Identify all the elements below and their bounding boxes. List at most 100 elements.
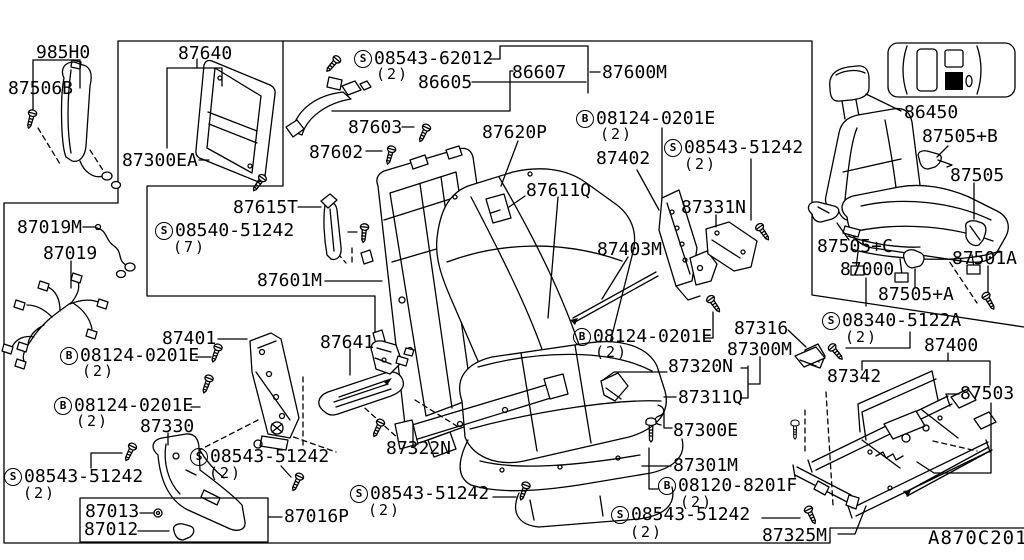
seat-back-board-87640-drawing — [195, 59, 276, 183]
part-label: 87320N — [668, 358, 733, 376]
part-number: 87316 — [734, 318, 789, 339]
part-number: 87505+C — [817, 236, 893, 257]
part-label: 87602 — [309, 144, 363, 162]
part-quantity: (2) — [684, 155, 718, 173]
part-label: 87300EA — [122, 152, 198, 170]
part-label: 87316 — [734, 320, 788, 338]
part-number: 87300E — [673, 420, 739, 441]
shield-box-87016P — [79, 497, 269, 543]
part-number: 87300M — [727, 339, 793, 360]
part-number: 87603 — [348, 117, 403, 138]
part-number: 08543-62012 — [374, 48, 494, 69]
part-number: 87611Q — [526, 180, 592, 201]
part-number: 08340-5122A — [842, 310, 962, 331]
part-label: 87019 — [43, 245, 97, 263]
part-label: 87301M — [673, 457, 738, 475]
screw-symbol-icon: S — [611, 506, 629, 524]
part-label: 87325M — [762, 527, 827, 545]
part-number: 87505 — [950, 165, 1005, 186]
part-quantity: (2) — [600, 125, 634, 143]
bolt-symbol-icon: B — [60, 347, 78, 365]
part-label: 87505 — [950, 167, 1004, 185]
screw-symbol-icon: S — [190, 448, 208, 466]
part-label: 87601M — [257, 272, 322, 290]
part-label: 87400 — [924, 337, 978, 355]
part-label: 86607 — [512, 64, 566, 82]
part-quantity: (7) — [173, 238, 207, 256]
part-number: 87320N — [668, 356, 734, 377]
small-part-87505B-drawing — [917, 150, 953, 170]
part-number: 87640 — [178, 43, 233, 64]
recliner-87402-drawing — [658, 189, 718, 301]
harness-87019-drawing — [1, 272, 109, 370]
part-number: 87000 — [840, 259, 895, 280]
recliner-bracket-87401-drawing — [249, 332, 300, 451]
part-number: 08124-0201E — [80, 345, 200, 366]
car-top-view-inset — [887, 42, 1016, 98]
part-number: 87016P — [284, 506, 350, 527]
part-number: 86607 — [512, 62, 567, 83]
assist-grip-86605-drawing — [285, 76, 372, 138]
part-quantity: (2) — [376, 65, 410, 83]
part-number: 08124-0201E — [593, 326, 713, 347]
seat-track-87400-drawing — [792, 346, 997, 519]
part-quantity: (2) — [595, 343, 629, 361]
part-number: 87602 — [309, 142, 364, 163]
part-label: 87012 — [84, 521, 138, 539]
part-label: 87300E — [673, 422, 738, 440]
part-number: 87012 — [84, 519, 139, 540]
part-number: 08540-51242 — [175, 220, 295, 241]
part-number: 87342 — [827, 366, 882, 387]
part-label: 87401 — [162, 330, 216, 348]
part-label: 87322N — [386, 440, 451, 458]
complete-seat-87000-drawing — [824, 65, 1009, 283]
part-label: 87000 — [840, 261, 894, 279]
part-label: 87506B — [8, 80, 73, 98]
part-label: 86605 — [418, 74, 472, 92]
small-part-87505C-drawing — [807, 201, 840, 223]
screw-symbol-icon: S — [4, 468, 22, 486]
bracket-87615T-drawing — [320, 193, 342, 261]
part-number: 87401 — [162, 328, 217, 349]
part-label: 87013 — [85, 503, 139, 521]
small-part-87505A-drawing — [902, 249, 925, 269]
handle-87641-drawing — [318, 340, 415, 416]
screw-symbol-icon: S — [350, 485, 368, 503]
part-number: 87322N — [386, 438, 452, 459]
part-number: 87301M — [673, 455, 739, 476]
part-number: 87013 — [85, 501, 140, 522]
part-number: 08543-51242 — [370, 483, 490, 504]
part-label: 87600M — [602, 64, 667, 82]
part-quantity: (2) — [23, 484, 57, 502]
part-quantity: (2) — [82, 362, 116, 380]
part-number: 87600M — [602, 62, 668, 83]
screw-symbol-icon: S — [822, 312, 840, 330]
part-number: 08543-51242 — [210, 446, 330, 467]
part-number: 87506B — [8, 78, 74, 99]
part-label: 87331N — [681, 199, 746, 217]
part-number: 87641 — [320, 332, 375, 353]
part-label: 87330 — [140, 418, 194, 436]
part-label: 87503 — [960, 385, 1014, 403]
group-border-lines — [3, 40, 1024, 544]
part-number: 87019 — [43, 243, 98, 264]
part-label: 87611Q — [526, 182, 591, 200]
part-label: 87505+A — [878, 286, 954, 304]
part-number: 87330 — [140, 416, 195, 437]
part-label: 86450 — [904, 104, 958, 122]
bolt-symbol-icon: B — [576, 110, 594, 128]
part-label: 985H0 — [36, 44, 90, 62]
part-number: 86450 — [904, 102, 959, 123]
part-label: 87505+C — [817, 238, 893, 256]
part-number: 86605 — [418, 72, 473, 93]
